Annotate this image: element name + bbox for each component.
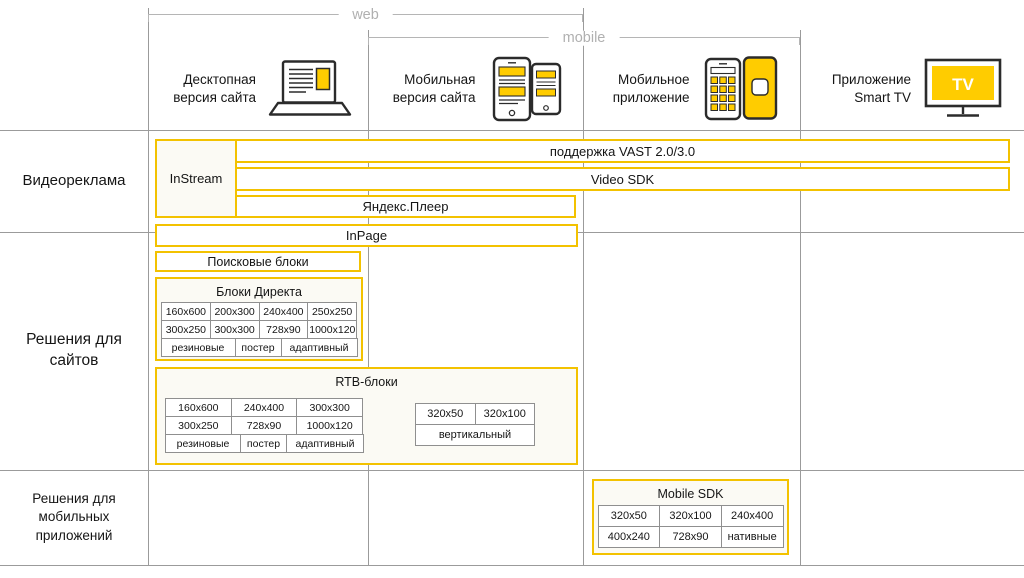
rtb-blocks-box: RTB-блоки 160x600 240x400 300x300 300x25… [155, 367, 578, 465]
size-cell: 320x50 [597, 505, 661, 527]
video-sdk-bar: Video SDK [235, 167, 1010, 191]
row-label-mobile-apps: Решения для мобильных приложений [0, 470, 148, 565]
size-cell: 320x50 [415, 403, 476, 425]
type-cell: постер [240, 434, 287, 453]
grid-line-col-labels [148, 8, 149, 565]
row-label-sites: Решения для сайтов [0, 232, 148, 470]
type-cell: вертикальный [415, 424, 535, 446]
size-cell: 250x250 [307, 302, 357, 321]
size-cell: 728x90 [258, 320, 309, 339]
rtb-desktop-tables: 160x600 240x400 300x300 300x250 728x90 1… [165, 398, 364, 453]
direct-blocks-title: Блоки Директа [216, 285, 302, 299]
size-cell: 728x90 [659, 526, 722, 548]
size-cell: 160x600 [165, 398, 232, 417]
phones-icon [488, 56, 564, 122]
column-header-mobile-app: Мобильное приложение [587, 50, 796, 128]
instream-label: InStream [169, 171, 223, 186]
row-label-text: Видеореклама [22, 171, 126, 189]
rtb-blocks-title: RTB-блоки [335, 375, 398, 389]
laptop-icon [268, 60, 352, 118]
size-cell: 320x100 [474, 403, 535, 425]
column-header-label: Мобильная версия сайта [392, 72, 476, 105]
size-cell: 1000x120 [307, 320, 357, 339]
mobile-bracket-label: mobile [548, 31, 620, 46]
size-cell: 240x400 [230, 398, 298, 417]
size-cell: 300x250 [161, 320, 211, 339]
mobile-sdk-title: Mobile SDK [657, 487, 724, 501]
size-cell: нативные [720, 526, 784, 548]
search-blocks-bar: Поисковые блоки [155, 251, 361, 272]
yandex-player-label: Яндекс.Плеер [362, 199, 449, 214]
type-cell: постер [234, 338, 282, 357]
size-cell: 300x300 [209, 320, 260, 339]
rtb-sizes-table: 160x600 240x400 300x300 300x250 728x90 1… [165, 398, 363, 435]
rtb-types-table: резиновые постер адаптивный [165, 434, 364, 453]
grid-line-col-2-3 [583, 8, 584, 565]
phone-tablet-icon [702, 56, 778, 122]
type-cell: резиновые [165, 434, 241, 453]
search-blocks-label: Поисковые блоки [207, 254, 309, 269]
inpage-label: InPage [345, 228, 388, 243]
column-header-desktop-site: Десктопная версия сайта [152, 50, 364, 128]
mobile-sdk-sizes-table: 320x50 320x100 240x400 400x240 728x90 на… [597, 505, 784, 548]
type-cell: адаптивный [280, 338, 358, 357]
size-cell: 728x90 [230, 416, 298, 435]
size-cell: 240x400 [720, 505, 784, 527]
grid-line-col-3-4 [800, 30, 801, 565]
column-header-label: Приложение Smart TV [831, 72, 911, 105]
tv-screen-label: TV [952, 75, 974, 94]
mobile-bracket: mobile [368, 31, 800, 46]
size-cell: 300x300 [296, 398, 363, 417]
row-label-text: Решения для мобильных приложений [32, 491, 116, 543]
column-header-mobile-site: Мобильная версия сайта [372, 50, 579, 128]
size-cell: 300x250 [165, 416, 232, 435]
grid-line-bottom [0, 565, 1024, 566]
grid-line-col-1-2 [368, 30, 369, 565]
size-cell: 1000x120 [296, 416, 363, 435]
type-cell: резиновые [160, 338, 236, 357]
instream-box: InStream [155, 139, 237, 218]
size-cell: 400x240 [597, 526, 661, 548]
web-bracket: web [148, 8, 583, 23]
web-bracket-label: web [338, 8, 393, 23]
vast-support-label: поддержка VAST 2.0/3.0 [549, 143, 696, 159]
size-cell: 240x400 [258, 302, 309, 321]
type-cell: адаптивный [286, 434, 364, 453]
column-header-label: Десктопная версия сайта [173, 72, 256, 105]
rtb-mobile-sizes-table: 320x50 320x100 вертикальный [415, 403, 535, 446]
column-header-smart-tv: Приложение Smart TV TV [804, 50, 1020, 128]
direct-blocks-box: Блоки Директа 160x600 200x300 240x400 25… [155, 277, 363, 361]
tv-icon: TV [923, 57, 1003, 121]
mobile-sdk-box: Mobile SDK 320x50 320x100 240x400 400x24… [592, 479, 789, 555]
yandex-player-bar: Яндекс.Плеер [235, 195, 576, 218]
direct-types-table: резиновые постер адаптивный [160, 338, 358, 357]
size-cell: 200x300 [209, 302, 260, 321]
row-label-video: Видеореклама [0, 130, 148, 232]
video-sdk-label: Video SDK [590, 171, 655, 187]
column-header-label: Мобильное приложение [612, 72, 690, 105]
size-cell: 320x100 [659, 505, 722, 527]
vast-support-bar: поддержка VAST 2.0/3.0 [235, 139, 1010, 163]
inpage-bar: InPage [155, 224, 578, 247]
size-cell: 160x600 [161, 302, 211, 321]
grid-line-row-2-3 [0, 470, 1024, 471]
row-label-text: Решения для сайтов [26, 331, 122, 369]
direct-sizes-table: 160x600 200x300 240x400 250x250 300x250 … [161, 302, 357, 339]
grid-line-header-bottom [0, 130, 1024, 131]
